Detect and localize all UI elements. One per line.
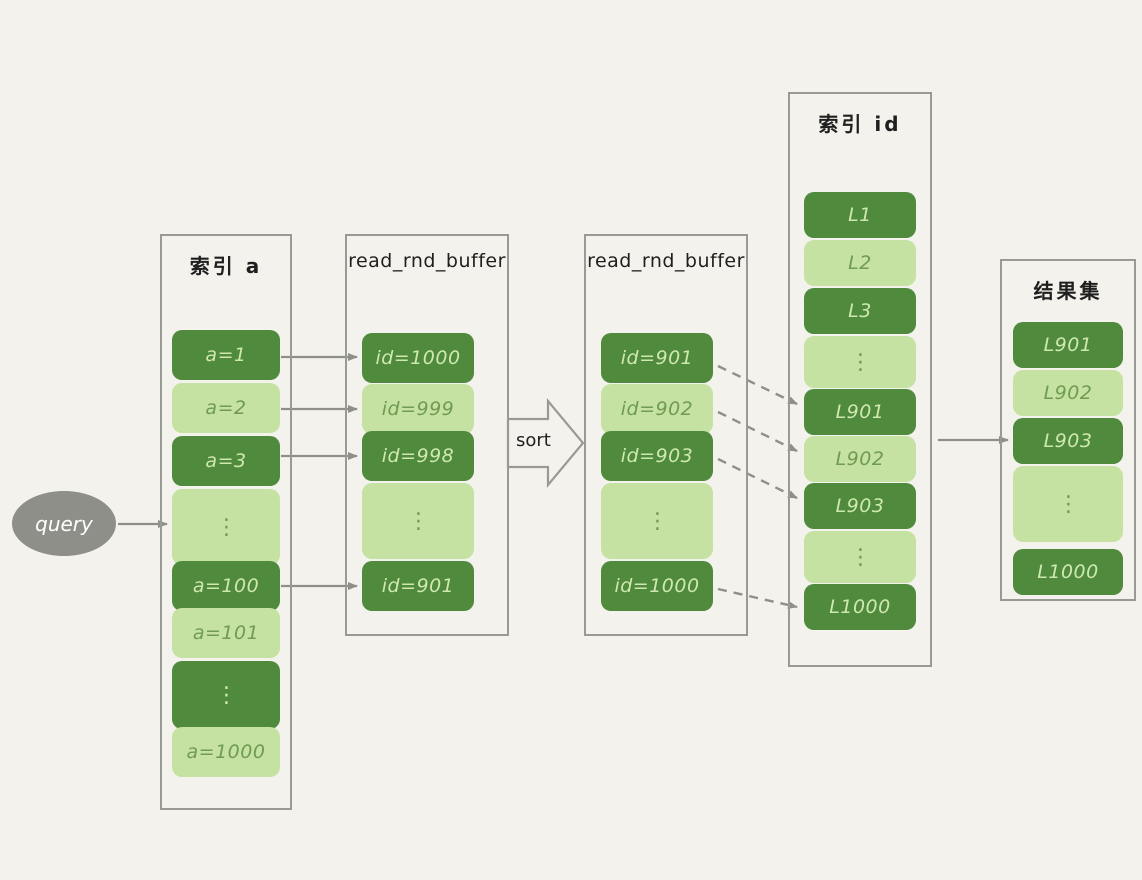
cell-index-a-3[interactable]: ⋮ [172, 489, 280, 565]
ellipsis-icon: ⋮ [214, 514, 239, 540]
ellipsis-icon: ⋮ [406, 508, 431, 534]
cell-read-rnd-buffer-unsorted-0[interactable]: id=1000 [362, 333, 474, 383]
cell-index-a-2[interactable]: a=3 [172, 436, 280, 486]
ellipsis-icon: ⋮ [848, 544, 873, 570]
cell-label: id=901 [381, 575, 455, 597]
cell-index-id-8[interactable]: L1000 [804, 584, 916, 630]
cell-read-rnd-buffer-sorted-2[interactable]: id=903 [601, 431, 713, 481]
cell-label: a=1000 [186, 741, 266, 763]
cell-label: L901 [835, 401, 885, 423]
cell-label: id=999 [381, 398, 455, 420]
cell-label: L1000 [829, 596, 891, 618]
cell-result-set-2[interactable]: L903 [1013, 418, 1123, 464]
cell-label: L902 [1043, 382, 1093, 404]
sort-block-arrow [506, 397, 585, 489]
cell-index-id-4[interactable]: L901 [804, 389, 916, 435]
sort-label: sort [516, 430, 551, 451]
cell-result-set-1[interactable]: L902 [1013, 370, 1123, 416]
cell-label: a=2 [205, 397, 247, 419]
panel-title-index-id: 索引 id [818, 112, 902, 136]
cell-read-rnd-buffer-unsorted-4[interactable]: id=901 [362, 561, 474, 611]
cell-label: a=101 [192, 622, 260, 644]
panel-result-set [1000, 259, 1136, 601]
cell-index-id-1[interactable]: L2 [804, 240, 916, 286]
query-label: query [35, 511, 93, 536]
cell-index-a-1[interactable]: a=2 [172, 383, 280, 433]
ellipsis-icon: ⋮ [1056, 491, 1081, 517]
cell-index-a-0[interactable]: a=1 [172, 330, 280, 380]
panel-title-result-set: 结果集 [1033, 279, 1103, 303]
cell-index-id-3[interactable]: ⋮ [804, 336, 916, 388]
panel-index-id [788, 92, 932, 667]
cell-index-a-5[interactable]: a=101 [172, 608, 280, 658]
ellipsis-icon: ⋮ [848, 349, 873, 375]
cell-index-id-2[interactable]: L3 [804, 288, 916, 334]
cell-label: L1 [848, 204, 872, 226]
panel-title-index-a: 索引 a [189, 254, 263, 278]
cell-read-rnd-buffer-sorted-3[interactable]: ⋮ [601, 483, 713, 559]
cell-label: L903 [1043, 430, 1093, 452]
cell-label: id=1000 [375, 347, 461, 369]
ellipsis-icon: ⋮ [214, 682, 239, 708]
panel-title-read-rnd-buffer-sorted: read_rnd_buffer [587, 250, 745, 272]
cell-label: id=903 [620, 445, 694, 467]
cell-label: id=998 [381, 445, 455, 467]
cell-label: L3 [848, 300, 872, 322]
panel-index-a [160, 234, 292, 810]
connector-id1000-to-L1000 [717, 587, 798, 609]
ellipsis-icon: ⋮ [645, 508, 670, 534]
cell-index-a-6[interactable]: ⋮ [172, 661, 280, 729]
cell-label: a=3 [205, 450, 247, 472]
cell-index-id-0[interactable]: L1 [804, 192, 916, 238]
cell-label: a=1 [205, 344, 247, 366]
panel-title-read-rnd-buffer-unsorted: read_rnd_buffer [348, 250, 506, 272]
cell-read-rnd-buffer-sorted-0[interactable]: id=901 [601, 333, 713, 383]
cell-label: id=1000 [614, 575, 700, 597]
cell-label: L1000 [1037, 561, 1099, 583]
cell-index-a-7[interactable]: a=1000 [172, 727, 280, 777]
cell-label: L903 [835, 495, 885, 517]
cell-index-id-6[interactable]: L903 [804, 483, 916, 529]
cell-label: id=902 [620, 398, 694, 420]
cell-label: L902 [835, 448, 885, 470]
cell-label: L901 [1043, 334, 1093, 356]
panel-read-rnd-buffer-sorted [584, 234, 748, 636]
cell-label: L2 [848, 252, 872, 274]
cell-index-a-4[interactable]: a=100 [172, 561, 280, 611]
cell-index-id-7[interactable]: ⋮ [804, 531, 916, 583]
panel-read-rnd-buffer-unsorted [345, 234, 509, 636]
query-node[interactable]: query [12, 491, 116, 556]
cell-result-set-0[interactable]: L901 [1013, 322, 1123, 368]
cell-result-set-3[interactable]: ⋮ [1013, 466, 1123, 542]
cell-read-rnd-buffer-unsorted-1[interactable]: id=999 [362, 384, 474, 434]
cell-index-id-5[interactable]: L902 [804, 436, 916, 482]
cell-label: id=901 [620, 347, 694, 369]
cell-read-rnd-buffer-unsorted-2[interactable]: id=998 [362, 431, 474, 481]
cell-result-set-4[interactable]: L1000 [1013, 549, 1123, 595]
cell-read-rnd-buffer-sorted-4[interactable]: id=1000 [601, 561, 713, 611]
cell-read-rnd-buffer-unsorted-3[interactable]: ⋮ [362, 483, 474, 559]
cell-label: a=100 [192, 575, 260, 597]
cell-read-rnd-buffer-sorted-1[interactable]: id=902 [601, 384, 713, 434]
